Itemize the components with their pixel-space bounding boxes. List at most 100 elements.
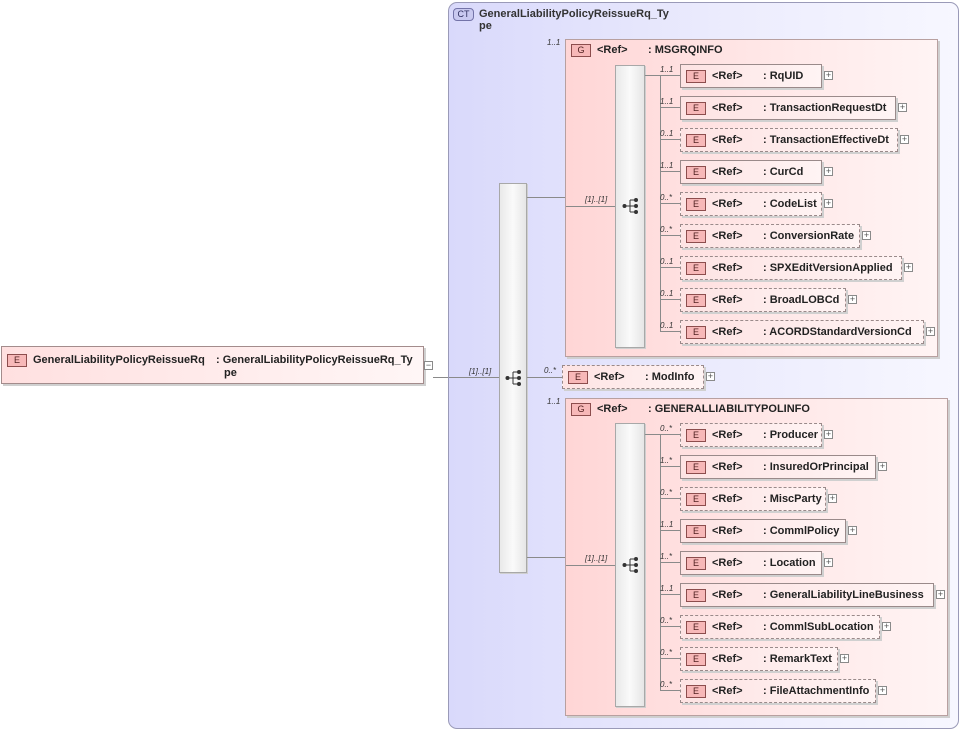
expand-icon[interactable]: +	[824, 70, 833, 80]
element-cardinality: 1..1	[660, 161, 674, 170]
expand-icon[interactable]: +	[878, 461, 887, 471]
element-badge: E	[686, 621, 706, 634]
element-codelist[interactable]: E <Ref> : CodeList	[680, 192, 822, 216]
element-badge: E	[686, 557, 706, 570]
element-transactioneffectivedt[interactable]: E <Ref> : TransactionEffectiveDt	[680, 128, 898, 152]
element-badge: E	[686, 230, 706, 243]
element-insuredorprincipal[interactable]: E <Ref> : InsuredOrPrincipal	[680, 455, 876, 479]
element-ref: <Ref>	[712, 493, 743, 505]
element-name: : GeneralLiabilityLineBusiness	[763, 589, 924, 601]
element-conversionrate[interactable]: E <Ref> : ConversionRate	[680, 224, 860, 248]
expand-icon[interactable]: +	[824, 429, 833, 439]
connector	[527, 557, 565, 558]
expand-icon[interactable]: +	[904, 262, 913, 272]
element-badge: E	[686, 70, 706, 83]
element-badge: E	[686, 198, 706, 211]
element-badge: E	[686, 589, 706, 602]
expand-icon[interactable]: +	[862, 230, 871, 240]
element-ref: <Ref>	[712, 589, 743, 601]
main-sequence-cardinality: [1]..[1]	[469, 367, 492, 376]
element-commlpolicy[interactable]: E <Ref> : CommlPolicy	[680, 519, 846, 543]
element-name: : RqUID	[763, 70, 804, 82]
expand-icon[interactable]: +	[926, 326, 935, 336]
expand-icon[interactable]: +	[824, 166, 833, 176]
connector	[660, 331, 681, 332]
element-name: : CurCd	[763, 166, 804, 178]
expand-icon[interactable]: +	[878, 685, 887, 695]
element-ref: <Ref>	[712, 230, 743, 242]
element-badge: E	[686, 326, 706, 339]
glpolinfo-cardinality: 1..1	[547, 397, 561, 406]
element-ref: <Ref>	[712, 70, 743, 82]
root-element[interactable]: E GeneralLiabilityPolicyReissueRq : Gene…	[1, 346, 424, 384]
element-cardinality: 0..1	[660, 257, 674, 266]
group-badge: G	[571, 403, 591, 416]
connector	[660, 658, 681, 659]
element-badge: E	[686, 653, 706, 666]
element-ref: <Ref>	[712, 198, 743, 210]
element-modinfo[interactable]: E <Ref> : ModInfo	[562, 365, 704, 389]
element-spxeditversionapplied[interactable]: E <Ref> : SPXEditVersionApplied	[680, 256, 902, 280]
element-ref: <Ref>	[712, 102, 743, 114]
element-ref: <Ref>	[712, 166, 743, 178]
element-location[interactable]: E <Ref> : Location	[680, 551, 822, 575]
expand-icon[interactable]: +	[824, 198, 833, 208]
element-name: : Producer	[763, 429, 819, 441]
element-ref: <Ref>	[712, 525, 743, 537]
element-ref: <Ref>	[712, 621, 743, 633]
element-generalliabilitylinebusiness[interactable]: E <Ref> : GeneralLiabilityLineBusiness	[680, 583, 934, 607]
connector	[566, 565, 615, 566]
element-badge: E	[686, 294, 706, 307]
element-cardinality: 0..*	[660, 193, 673, 202]
element-rquid[interactable]: E <Ref> : RqUID	[680, 64, 822, 88]
connector	[566, 206, 615, 207]
connector	[660, 299, 681, 300]
expand-icon[interactable]: +	[936, 589, 945, 599]
element-curcd[interactable]: E <Ref> : CurCd	[680, 160, 822, 184]
expand-icon[interactable]: +	[848, 525, 857, 535]
modinfo-cardinality: 0..*	[544, 366, 557, 375]
element-producer[interactable]: E <Ref> : Producer	[680, 423, 822, 447]
connector	[449, 377, 499, 378]
glpolinfo-ref: <Ref>	[597, 403, 628, 415]
element-commlsublocation[interactable]: E <Ref> : CommlSubLocation	[680, 615, 880, 639]
element-name: : ConversionRate	[763, 230, 855, 242]
element-transactionrequestdt[interactable]: E <Ref> : TransactionRequestDt	[680, 96, 896, 120]
msgrqinfo-cardinality: 1..1	[547, 38, 561, 47]
element-ref: <Ref>	[712, 653, 743, 665]
msgrqinfo-name: : MSGRQINFO	[648, 44, 723, 56]
expand-icon[interactable]: +	[828, 493, 837, 503]
sequence-icon	[505, 370, 521, 386]
element-acordstandardversioncd[interactable]: E <Ref> : ACORDStandardVersionCd	[680, 320, 924, 344]
group-badge: G	[571, 44, 591, 57]
element-fileattachmentinfo[interactable]: E <Ref> : FileAttachmentInfo	[680, 679, 876, 703]
element-broadlobcd[interactable]: E <Ref> : BroadLOBCd	[680, 288, 846, 312]
element-ref: <Ref>	[712, 326, 743, 338]
expand-icon[interactable]: +	[840, 653, 849, 663]
expand-icon[interactable]: +	[848, 294, 857, 304]
expand-icon[interactable]: +	[898, 102, 907, 112]
element-cardinality: 1..*	[660, 552, 673, 561]
connector	[660, 562, 681, 563]
glpolinfo-seq-cardinality: [1]..[1]	[585, 554, 608, 563]
element-name: : InsuredOrPrincipal	[763, 461, 869, 473]
connector	[527, 197, 565, 198]
element-badge: E	[686, 493, 706, 506]
connector	[660, 267, 681, 268]
expand-icon[interactable]: +	[900, 134, 909, 144]
element-name: : ACORDStandardVersionCd	[763, 326, 912, 338]
collapse-icon[interactable]: −	[424, 360, 433, 370]
element-name: : Location	[763, 557, 816, 569]
element-badge: E	[686, 166, 706, 179]
expand-icon[interactable]: +	[882, 621, 891, 631]
element-remarktext[interactable]: E <Ref> : RemarkText	[680, 647, 838, 671]
expand-icon[interactable]: +	[706, 371, 715, 381]
connector	[660, 139, 681, 140]
element-ref: <Ref>	[712, 262, 743, 274]
connector	[660, 235, 681, 236]
element-miscparty[interactable]: E <Ref> : MiscParty	[680, 487, 826, 511]
element-cardinality: 0..*	[660, 680, 673, 689]
expand-icon[interactable]: +	[824, 557, 833, 567]
sequence-icon	[622, 198, 638, 214]
connector	[527, 377, 563, 378]
